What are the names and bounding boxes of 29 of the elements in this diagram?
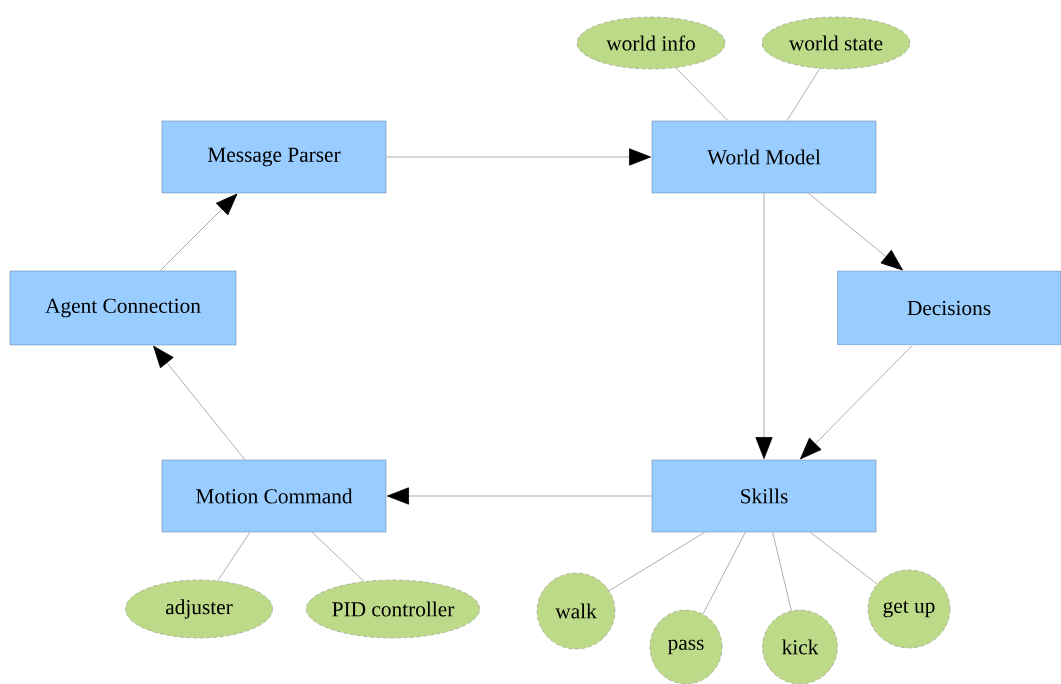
connector-line — [810, 531, 878, 585]
process-box: World Model — [651, 120, 877, 194]
connector-line — [702, 531, 746, 615]
connector-line — [786, 68, 821, 122]
arrow — [159, 193, 238, 272]
arrow — [153, 345, 246, 461]
arrow — [385, 148, 651, 166]
arrow — [387, 487, 653, 505]
arrow — [800, 344, 913, 460]
arrow — [755, 192, 773, 459]
ellipse-node: pass — [649, 609, 723, 684]
arrow — [808, 192, 903, 271]
ellipse-node: PID controller — [306, 579, 480, 639]
connector-line — [608, 531, 706, 592]
ellipse-node: get up — [867, 569, 951, 649]
process-box: Message Parser — [161, 120, 387, 194]
process-box: Motion Command — [161, 459, 387, 533]
process-box: Agent Connection — [9, 270, 237, 346]
process-box: Decisions — [837, 270, 1061, 346]
connector-line — [675, 67, 729, 122]
ellipse-node: world info — [576, 16, 726, 70]
ellipse-node: kick — [762, 609, 838, 684]
connector-line — [772, 531, 792, 612]
connector-line — [217, 531, 251, 582]
process-box: Skills — [651, 459, 877, 533]
ellipse-node: adjuster — [125, 579, 273, 639]
ellipse-node: walk — [536, 572, 616, 650]
connector-line — [311, 531, 365, 582]
ellipse-node: world state — [761, 16, 911, 70]
